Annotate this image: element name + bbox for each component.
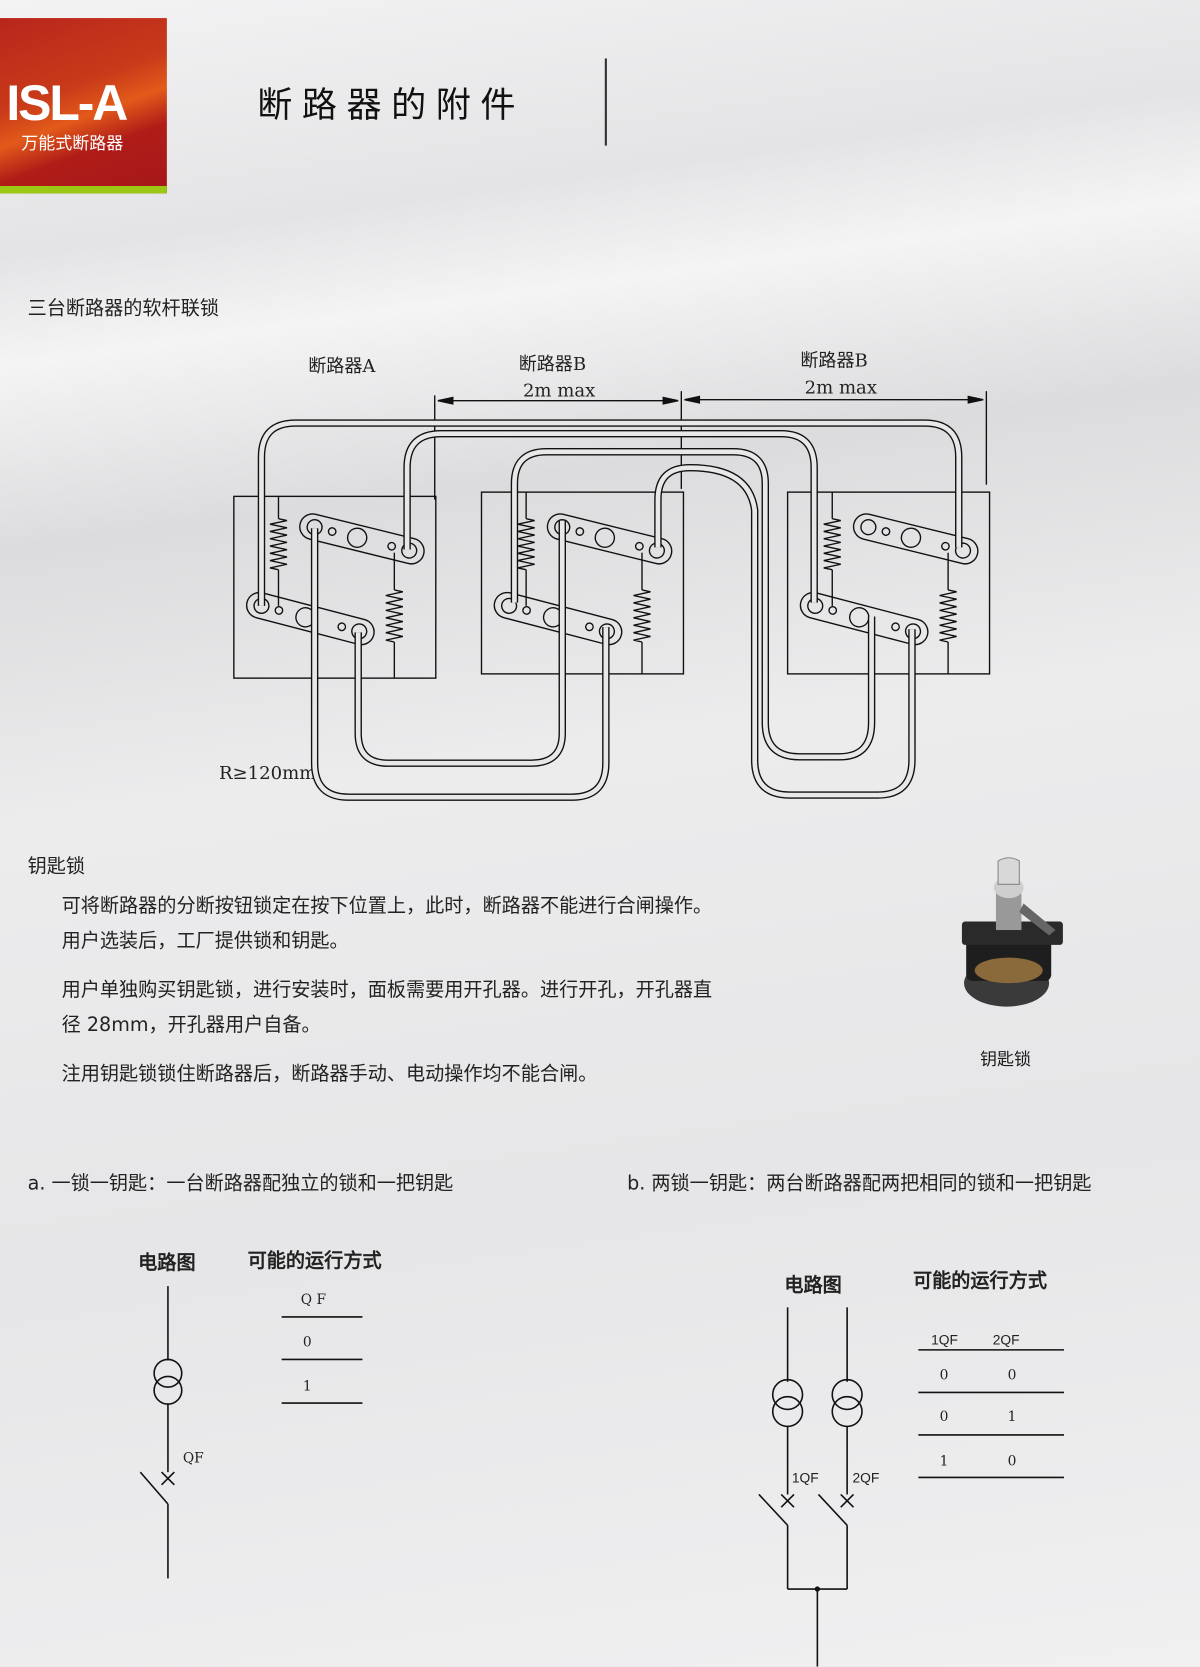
table-a-header: Q F bbox=[301, 1292, 326, 1308]
option-b-modes-title: 可能的运行方式 bbox=[913, 1270, 1047, 1293]
logo-subtitle: 万能式断路器 bbox=[21, 132, 124, 154]
label-breaker-b2: 断路器B bbox=[800, 351, 867, 372]
logo-brand: ISL-A bbox=[6, 74, 128, 131]
table-b-header-2: 2QF bbox=[993, 1332, 1020, 1348]
dimension-lines bbox=[434, 391, 988, 500]
circuit-diagrams: Q F 0 1 QF 1QF 2QF 0 0 0 1 1 0 1QF 2QF bbox=[139, 1286, 1064, 1667]
table-a-row-2: 1 bbox=[303, 1378, 312, 1394]
radius-label: R≥120mm bbox=[219, 763, 316, 784]
logo-accent-bar bbox=[0, 186, 167, 194]
option-b-circuit-title: 电路图 bbox=[784, 1274, 842, 1297]
qf-label: QF bbox=[183, 1451, 204, 1467]
cable-core bbox=[312, 528, 609, 800]
option-a-text: a. 一锁一钥匙：一台断路器配独立的锁和一把钥匙 bbox=[27, 1172, 454, 1195]
dim-label-2: 2m max bbox=[805, 377, 877, 398]
1qf-label: 1QF bbox=[792, 1470, 819, 1486]
table-a-row-1: 0 bbox=[303, 1335, 312, 1351]
logo: ISL-A 万能式断路器 bbox=[0, 18, 167, 194]
cable-core bbox=[259, 420, 962, 606]
table-b-r2c1: 0 bbox=[940, 1409, 949, 1425]
2qf-label: 2QF bbox=[852, 1470, 879, 1486]
table-b-r1c1: 0 bbox=[940, 1368, 949, 1384]
cable-core bbox=[512, 449, 874, 760]
section-heading-key-lock: 钥匙锁 bbox=[27, 855, 86, 878]
paragraph-5: 注用钥匙锁锁住断路器后，断路器手动、电动操作均不能合闸。 bbox=[61, 1062, 598, 1086]
cable-interlock-diagram: 断路器A 断路器B 断路器B 2m max 2m max R≥120mm bbox=[219, 351, 991, 801]
table-b-r1c2: 0 bbox=[1008, 1368, 1017, 1384]
cable bbox=[510, 448, 876, 761]
cable-core bbox=[355, 520, 565, 766]
lever bbox=[299, 513, 425, 565]
option-b-text: b. 两锁一钥匙：两台断路器配两把相同的锁和一把钥匙 bbox=[627, 1172, 1092, 1195]
paragraph-2: 用户选装后，工厂提供锁和钥匙。 bbox=[61, 930, 349, 953]
label-breaker-a: 断路器A bbox=[308, 356, 376, 377]
option-a-modes-title: 可能的运行方式 bbox=[247, 1249, 382, 1273]
label-breaker-b1: 断路器B bbox=[519, 354, 586, 375]
table-b-r2c2: 1 bbox=[1008, 1409, 1017, 1425]
table-b-r3c2: 0 bbox=[1008, 1454, 1017, 1470]
lever bbox=[852, 513, 979, 565]
page-title: 断路器的附件 bbox=[257, 83, 526, 126]
table-b-header-1: 1QF bbox=[931, 1332, 958, 1348]
key-lock-caption: 钥匙锁 bbox=[979, 1049, 1032, 1070]
table-b-r3c1: 1 bbox=[940, 1454, 949, 1470]
breaker-unit bbox=[233, 495, 437, 679]
paragraph-3: 用户单独购买钥匙锁，进行安装时，面板需要用开孔器。进行开孔，开孔器直 bbox=[61, 978, 713, 1002]
cable-core bbox=[404, 431, 817, 603]
cable-core bbox=[655, 465, 915, 798]
paragraph-1: 可将断路器的分断按钮锁定在按下位置上，此时，断路器不能进行合闸操作。 bbox=[61, 894, 713, 918]
dim-label-1: 2m max bbox=[523, 380, 595, 401]
key-lock-image bbox=[961, 857, 1063, 1007]
option-a-circuit-title: 电路图 bbox=[138, 1252, 196, 1275]
paragraph-4: 径 28mm，开孔器用户自备。 bbox=[61, 1014, 321, 1037]
divider bbox=[604, 58, 607, 146]
section-heading-interlock: 三台断路器的软杆联锁 bbox=[27, 297, 219, 320]
